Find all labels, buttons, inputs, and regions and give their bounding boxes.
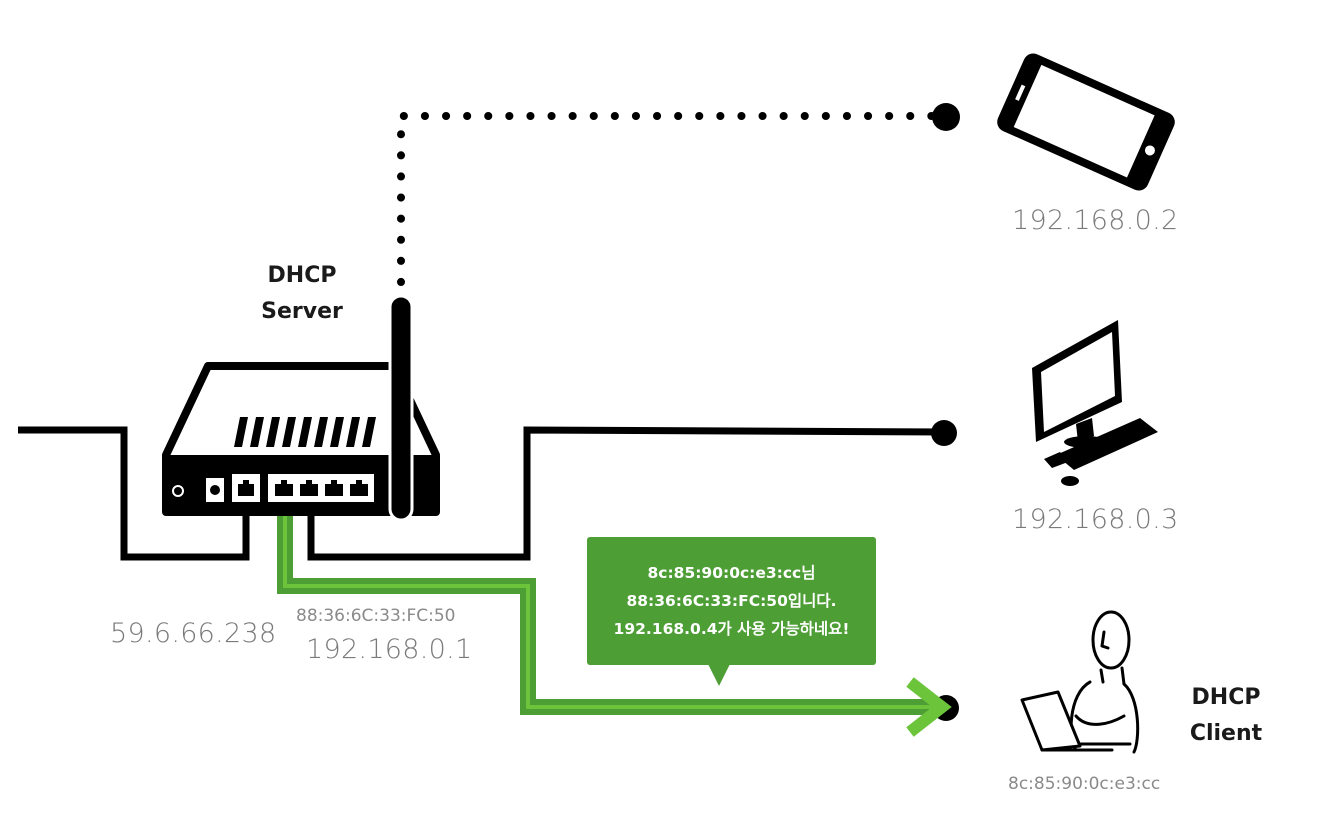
server-mac-label: 88:36:6C:33:FC:50 <box>296 606 456 626</box>
dhcp-server-label-line1: DHCP <box>267 263 337 288</box>
phone-ip-label: 192.168.0.2 <box>1012 205 1179 236</box>
desktop-ip-label: 192.168.0.3 <box>1012 504 1179 535</box>
person-with-laptop-icon <box>1020 610 1140 754</box>
dhcp-server-label-line2: Server <box>261 299 343 324</box>
router-antenna <box>388 294 414 522</box>
message-line-3: 192.168.0.4가 사용 가능하네요! <box>613 620 850 638</box>
message-bubble-tail <box>708 664 730 686</box>
arrowhead-icon <box>906 677 952 737</box>
wan-cable <box>18 426 250 561</box>
lan-cable-desktop <box>307 426 945 561</box>
message-line-1: 8c:85:90:0c:e3:cc님 <box>647 564 816 582</box>
client-mac-label: 8c:85:90:0c:e3:cc <box>1008 774 1161 794</box>
dhcp-client-label: DHCP Client <box>1180 680 1272 752</box>
dhcp-client-label-line1: DHCP <box>1191 685 1261 710</box>
phone-endpoint-dot <box>932 103 960 131</box>
wireless-link-phone <box>397 112 940 286</box>
wan-ip-label: 59.6.66.238 <box>110 618 277 649</box>
dhcp-client-label-line2: Client <box>1189 721 1263 746</box>
server-lan-ip-label: 192.168.0.1 <box>306 634 473 665</box>
dhcp-server-label: DHCP Server <box>256 258 348 330</box>
router-icon <box>162 362 440 516</box>
dhcp-offer-path-highlight <box>283 497 935 709</box>
desktop-computer-icon <box>1032 320 1158 486</box>
dhcp-offer-message-bubble: 8c:85:90:0c:e3:cc님 88:36:6C:33:FC:50입니다.… <box>587 537 876 665</box>
desktop-endpoint-dot <box>931 420 957 446</box>
smartphone-icon <box>997 53 1175 191</box>
message-line-2: 88:36:6C:33:FC:50입니다. <box>626 592 837 610</box>
